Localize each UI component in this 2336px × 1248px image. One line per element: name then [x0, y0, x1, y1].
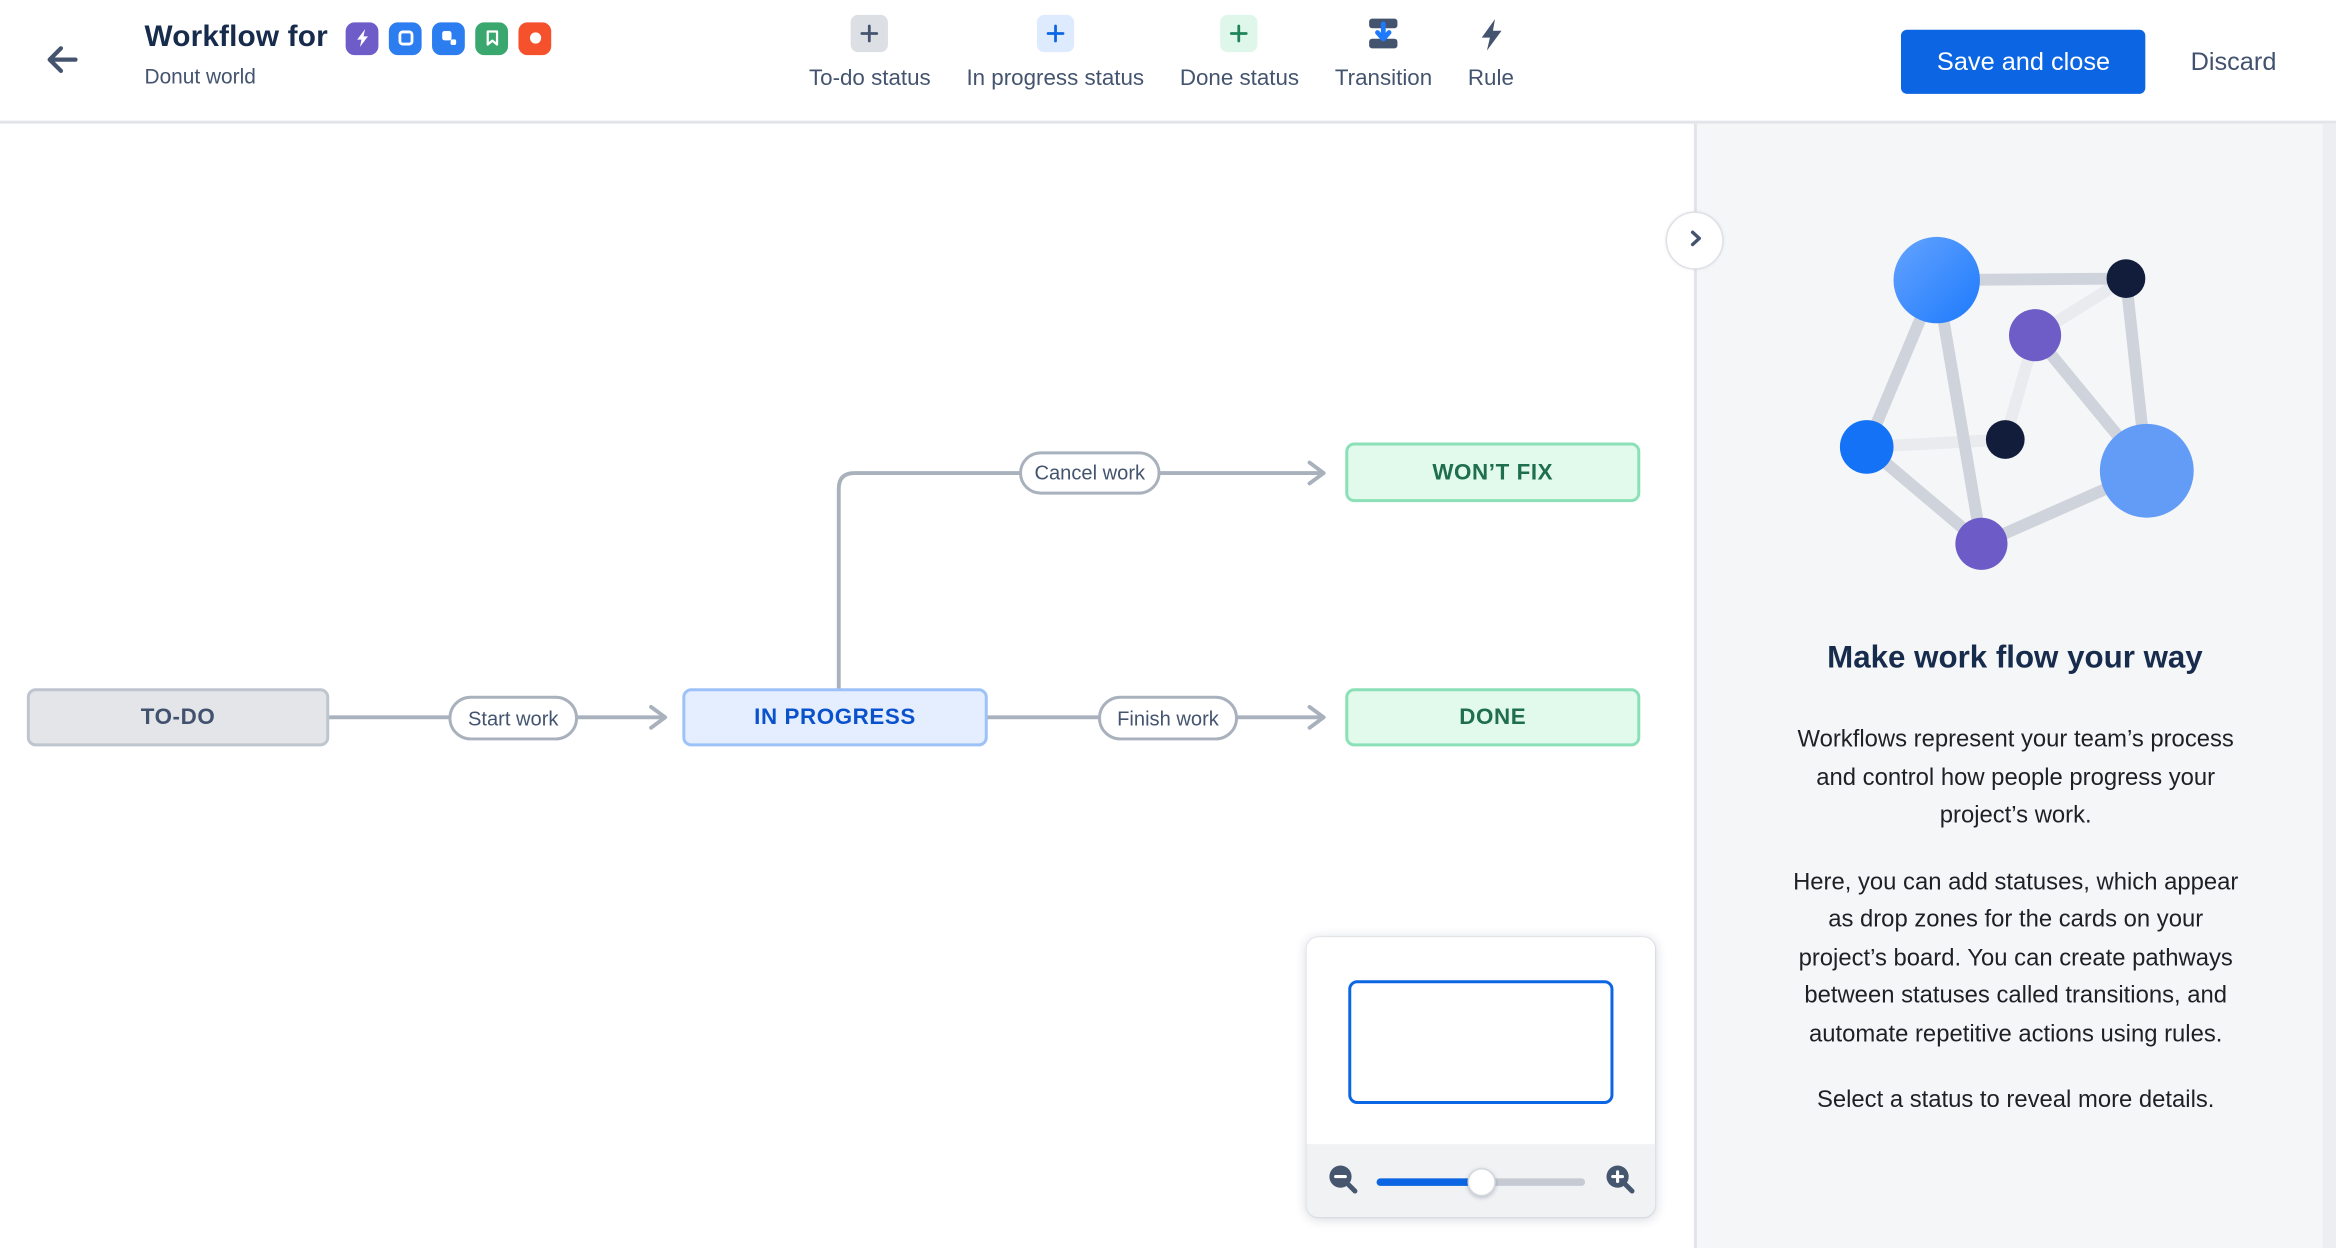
subtask-icon [432, 21, 465, 55]
transition-finish-work[interactable]: Finish work [1097, 695, 1239, 741]
tool-label: To-do status [808, 65, 931, 91]
lightning-icon [1472, 15, 1509, 52]
minimap-viewport[interactable] [1348, 980, 1614, 1104]
toolbar: To-do status In progress status Done sta… [808, 14, 1514, 91]
save-and-close-button[interactable]: Save and close [1901, 29, 2146, 94]
minimap [1306, 937, 1656, 1218]
zoom-slider-thumb[interactable] [1466, 1167, 1496, 1196]
transition-cancel-work[interactable]: Cancel work [1019, 451, 1161, 495]
add-done-status-button[interactable]: Done status [1179, 14, 1300, 91]
workflow-canvas[interactable]: TO-DO IN PROGRESS WON’T FIX DONE Start w… [0, 123, 1694, 1248]
collapse-panel-button[interactable] [1665, 211, 1724, 270]
status-node-done[interactable]: DONE [1345, 688, 1641, 747]
magnifier-minus-icon [1327, 1163, 1358, 1199]
zoom-in-button[interactable] [1603, 1164, 1636, 1197]
panel-paragraph: Select a status to reveal more details. [1816, 1087, 2215, 1113]
transition-icon [1365, 15, 1402, 52]
magnifier-plus-icon [1604, 1163, 1635, 1199]
status-node-todo[interactable]: TO-DO [26, 688, 330, 747]
add-inprogress-status-button[interactable]: In progress status [966, 14, 1145, 91]
transition-start-work[interactable]: Start work [448, 695, 579, 741]
panel-heading: Make work flow your way [1827, 640, 2203, 675]
status-node-in-progress[interactable]: IN PROGRESS [682, 688, 988, 747]
arrow-left-icon [43, 39, 82, 82]
transition-edges [327, 460, 1326, 730]
status-label: DONE [1459, 704, 1527, 731]
network-graph-illustration [1810, 216, 2227, 596]
panel-paragraph: Workflows represent your team’s process … [1797, 727, 2234, 829]
plus-icon [1220, 14, 1259, 53]
minimap-controls [1306, 1144, 1656, 1218]
panel-scrollbar[interactable] [2322, 123, 2336, 1248]
node-blue-large [1893, 236, 1980, 324]
status-label: WON’T FIX [1432, 459, 1554, 485]
zoom-slider-fill [1376, 1177, 1481, 1186]
project-name: Donut world [144, 64, 256, 88]
transition-label: Cancel work [1034, 461, 1146, 485]
plus-icon [851, 14, 889, 53]
status-label: TO-DO [140, 704, 216, 731]
add-rule-button[interactable]: Rule [1468, 15, 1514, 91]
status-label: IN PROGRESS [754, 704, 916, 731]
transition-label: Finish work [1117, 706, 1219, 730]
plus-icon [1036, 14, 1074, 53]
back-button[interactable] [42, 40, 84, 82]
tool-label: Transition [1334, 65, 1433, 91]
header: Workflow for [0, 0, 2336, 124]
zoom-out-button[interactable] [1326, 1164, 1359, 1197]
issue-type-badges [345, 21, 552, 55]
add-transition-button[interactable]: Transition [1335, 15, 1432, 91]
page-title: Workflow for [144, 20, 328, 54]
circle-icon [518, 21, 552, 55]
chevron-right-icon [1681, 225, 1708, 256]
panel-paragraph: Here, you can add statuses, which appear… [1793, 869, 2239, 1047]
discard-button[interactable]: Discard [2190, 46, 2277, 76]
add-todo-status-button[interactable]: To-do status [808, 14, 931, 91]
tool-label: In progress status [966, 65, 1145, 91]
tool-label: Rule [1467, 65, 1514, 91]
square-icon [388, 21, 422, 55]
details-panel [1693, 123, 2336, 1248]
transition-label: Start work [467, 706, 559, 730]
bookmark-icon [475, 21, 509, 55]
zoom-slider[interactable] [1376, 1166, 1586, 1196]
status-node-wont-fix[interactable]: WON’T FIX [1345, 442, 1641, 503]
tool-label: Done status [1179, 65, 1300, 91]
header-actions: Save and close Discard [1901, 29, 2277, 94]
title-block: Workflow for [145, 21, 552, 88]
bolt-icon [345, 21, 379, 55]
panel-body: Workflows represent your team’s process … [1792, 721, 2239, 1120]
